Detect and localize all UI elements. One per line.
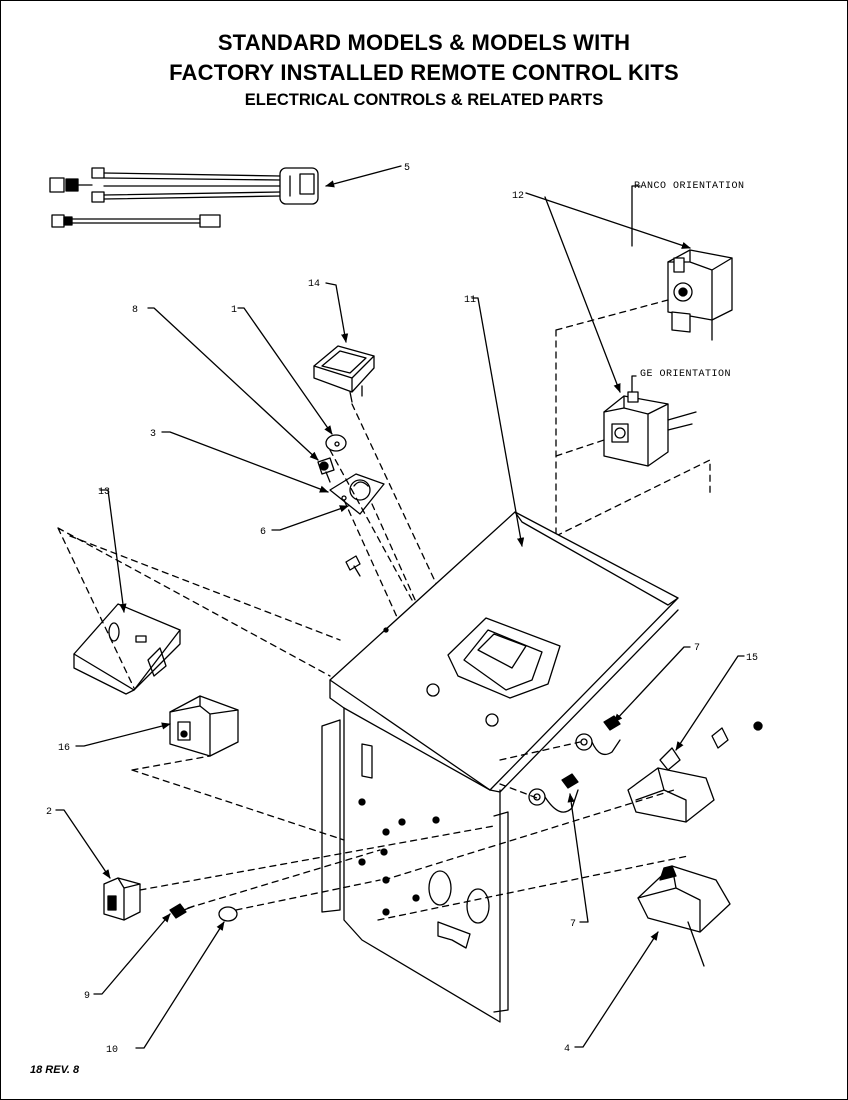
callout-15: 15 <box>746 653 758 664</box>
callout-2: 2 <box>46 807 52 818</box>
callout-11: 11 <box>464 295 476 306</box>
relay-part-16 <box>169 695 239 757</box>
screw-part-9 <box>169 903 195 919</box>
callout-7-upper: 7 <box>694 643 700 654</box>
page-reference: 18 REV. 8 <box>30 1064 80 1076</box>
callout-3: 3 <box>150 429 156 440</box>
callout-13: 13 <box>98 487 110 498</box>
control-ge-part-12 <box>603 391 697 467</box>
callout-1: 1 <box>231 305 237 316</box>
callout-10: 10 <box>106 1045 118 1056</box>
callout-8: 8 <box>132 305 138 316</box>
switch-part-15 <box>627 721 763 823</box>
title-line-1: STANDARD MODELS & MODELS WITH <box>217 30 631 55</box>
wire-harness-part-5 <box>49 167 319 228</box>
callout-16: 16 <box>58 743 70 754</box>
callout-14: 14 <box>308 279 320 290</box>
callout-5: 5 <box>404 163 410 174</box>
leader-lines <box>55 165 745 1049</box>
thermostat-part-4 <box>637 865 731 967</box>
plug-part-10 <box>218 906 238 922</box>
thermistor-part-7-upper <box>575 715 621 756</box>
control-part-13 <box>73 603 181 695</box>
callout-4: 4 <box>564 1044 570 1055</box>
callout-9: 9 <box>84 991 90 1002</box>
control-ranco-part-12 <box>667 249 733 341</box>
callout-6: 6 <box>260 527 266 538</box>
thermistor-part-7-lower <box>528 773 579 813</box>
toggle-switch-part-2 <box>103 877 141 921</box>
rocker-switch-part-14 <box>313 345 375 403</box>
ranco-orientation-label: RANCO ORIENTATION <box>634 181 745 192</box>
callout-7-lower: 7 <box>570 919 576 930</box>
callout-12: 12 <box>512 191 524 202</box>
screw <box>345 555 361 577</box>
subtitle: ELECTRICAL CONTROLS & RELATED PARTS <box>244 91 604 109</box>
title-line-2: FACTORY INSTALLED REMOTE CONTROL KITS <box>169 60 679 85</box>
knob-parts-1-3-6-8 <box>317 434 385 515</box>
control-box-part-11 <box>321 511 679 1023</box>
ge-orientation-label: GE ORIENTATION <box>640 369 731 380</box>
